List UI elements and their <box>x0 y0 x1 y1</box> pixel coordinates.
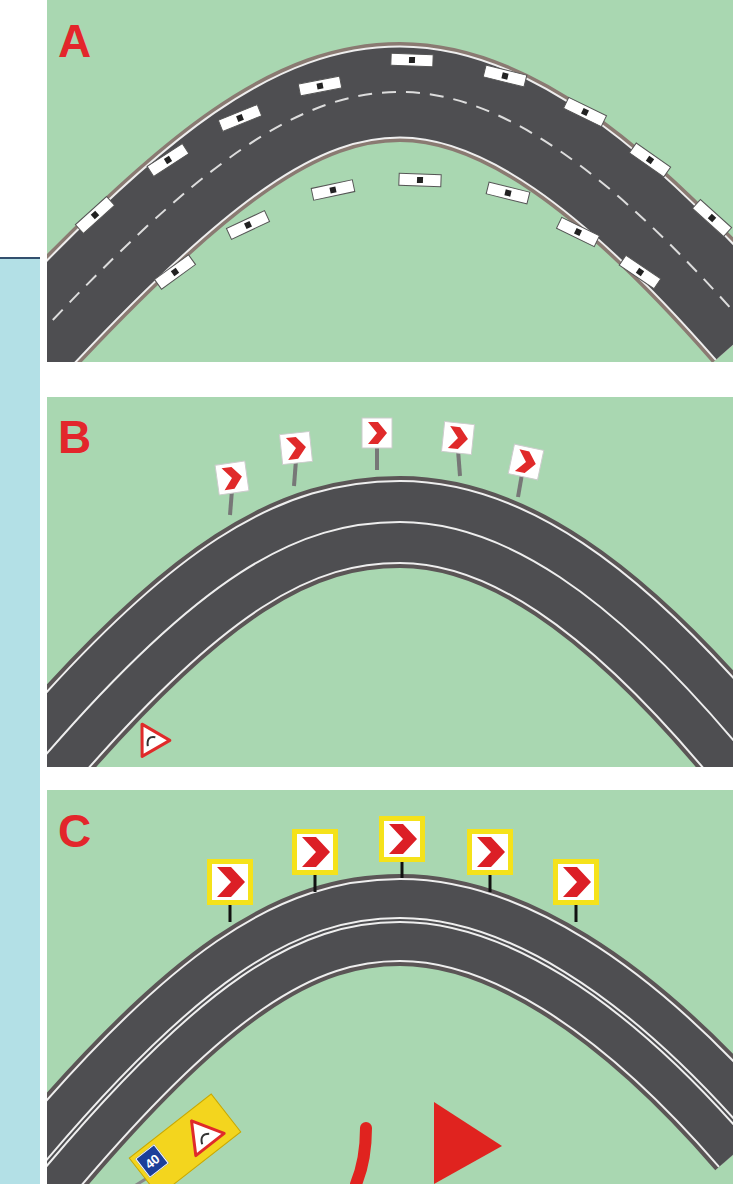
road-a <box>47 92 733 355</box>
panel-letter: B <box>58 414 91 460</box>
panel-letter: C <box>58 808 91 854</box>
red-arrow <box>356 1102 502 1184</box>
road-b <box>47 522 733 767</box>
panel-letter: A <box>58 18 91 64</box>
delineator-posts <box>75 53 731 289</box>
chevron-signs <box>215 418 544 515</box>
speed-limit-number: 40 <box>135 1144 169 1178</box>
side-panel <box>0 258 40 1184</box>
chevron-signs <box>207 816 599 922</box>
road-c <box>47 920 733 1184</box>
panel-edge <box>0 257 40 259</box>
speed-warning-sign <box>120 1094 241 1184</box>
warning-sign <box>128 716 170 756</box>
